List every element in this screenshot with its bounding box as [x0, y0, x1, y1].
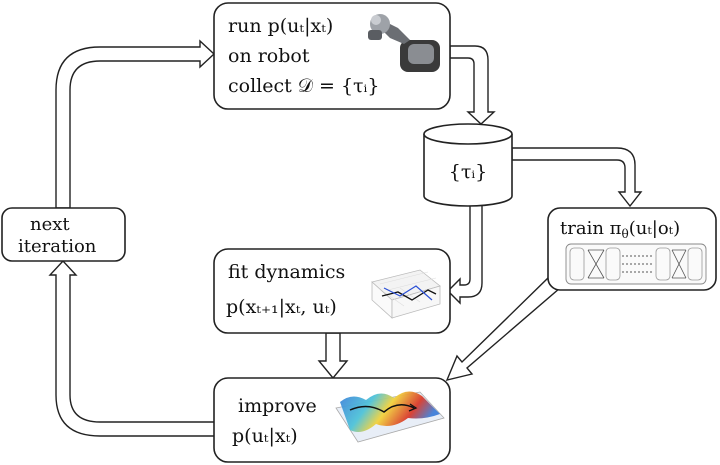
fit-line1: fit dynamics — [228, 261, 345, 283]
fit-line2: p(xₜ₊₁|xₜ, uₜ) — [226, 296, 337, 318]
run-line2: on robot — [228, 45, 310, 67]
arrow-run-to-database — [449, 45, 496, 125]
train-rest: (uₜ|oₜ) — [629, 218, 680, 239]
database-label: {τᵢ} — [449, 161, 488, 183]
dynamics-plot-image — [371, 269, 441, 319]
run-line3: collect 𝒟 = {τᵢ} — [228, 75, 379, 97]
train-text: train π — [560, 218, 622, 239]
neural-network-image — [565, 243, 707, 285]
improve-line1: improve — [238, 395, 317, 417]
improve-line2: p(uₜ|xₜ) — [232, 425, 298, 447]
arrow-train-to-improve — [445, 277, 562, 382]
next-iteration-box — [1, 207, 126, 262]
arrow-database-to-train — [511, 147, 643, 208]
train-sub: θ — [621, 227, 628, 241]
run-line1: run p(uₜ|xₜ) — [228, 15, 333, 37]
arrow-next-to-run — [55, 39, 216, 209]
arrow-database-to-fit — [447, 204, 483, 305]
robot-arm-image — [368, 14, 440, 72]
next-line1: next — [30, 214, 70, 235]
arrow-fit-to-improve — [317, 332, 349, 380]
next-line2: iteration — [18, 236, 97, 257]
train-label: train πθ(uₜ|oₜ) — [560, 218, 680, 241]
cost-surface-image — [335, 391, 445, 443]
database-cylinder — [423, 123, 513, 207]
arrow-improve-to-next — [48, 259, 216, 437]
